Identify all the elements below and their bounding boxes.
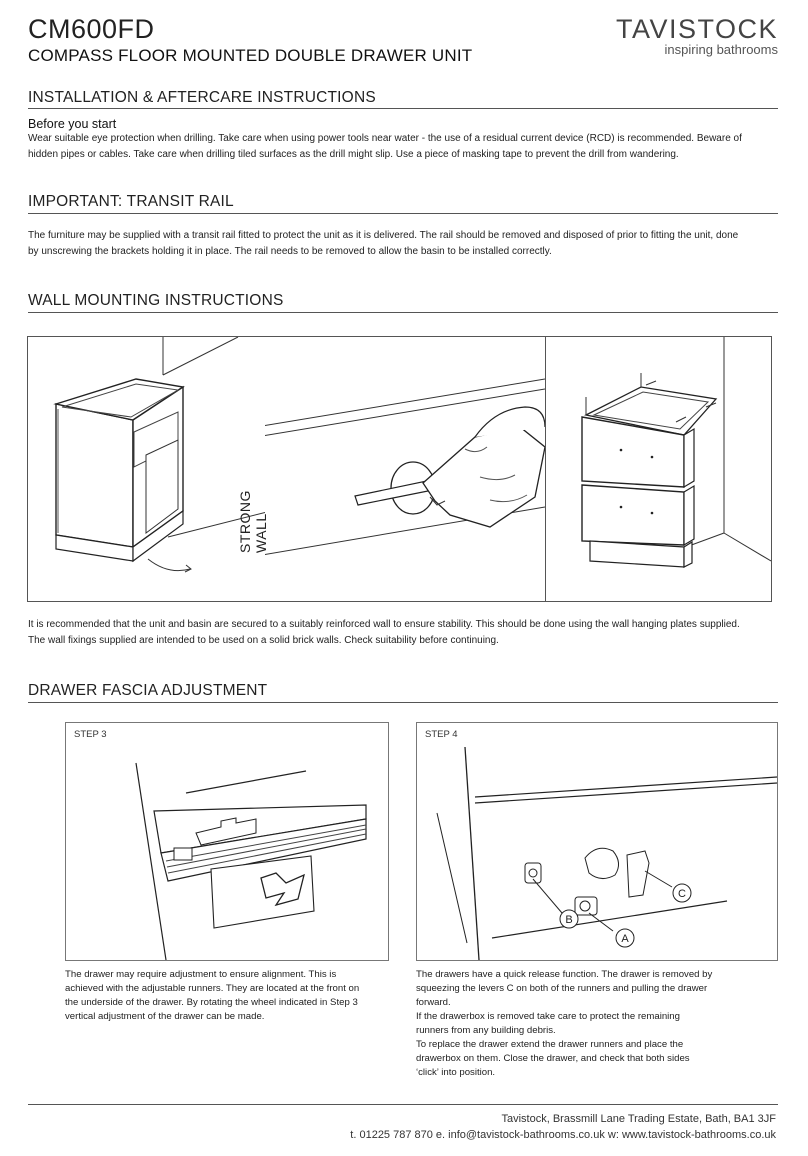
install-subtitle: Before you start bbox=[28, 117, 117, 131]
step4-line: To replace the drawer extend the drawer … bbox=[416, 1039, 684, 1050]
step3-drawing bbox=[135, 762, 367, 960]
callout-c-circle bbox=[672, 883, 692, 903]
callout-c: C bbox=[678, 888, 686, 900]
transit-line: by unscrewing the brackets holding it in… bbox=[28, 246, 552, 257]
step4-label: STEP 4 bbox=[425, 729, 458, 740]
drawer-divider bbox=[28, 702, 778, 703]
drawer-section-title: DRAWER FASCIA ADJUSTMENT bbox=[28, 682, 268, 699]
install-line: hidden pipes or cables. Take care when d… bbox=[28, 149, 679, 160]
wall-line: It is recommended that the unit and basi… bbox=[28, 619, 740, 630]
install-text: Wear suitable eye protection when drilli… bbox=[28, 131, 774, 163]
step4-line: drawerbox on them. Close the drawer, and… bbox=[416, 1053, 690, 1064]
step4-line: ‘click’ into position. bbox=[416, 1067, 496, 1078]
step3-line: vertical adjustment of the drawer can be… bbox=[65, 1011, 265, 1022]
brand-name: TAVISTOCK bbox=[615, 14, 778, 44]
footer-address: Tavistock, Brassmill Lane Trading Estate… bbox=[501, 1113, 776, 1125]
callout-a-circle bbox=[615, 928, 635, 948]
callout-a: A bbox=[621, 933, 629, 945]
step3-illustration: STEP 3 bbox=[65, 722, 389, 961]
step4-line: squeezing the levers C on both of the ru… bbox=[416, 983, 708, 994]
callout-b-circle bbox=[559, 909, 579, 929]
double-drawer-drawing bbox=[581, 337, 771, 568]
footer-contact: t. 01225 787 870 e. info@tavistock-bathr… bbox=[350, 1129, 776, 1141]
step4-text: The drawers have a quick release functio… bbox=[416, 968, 776, 1080]
transit-text: The furniture may be supplied with a tra… bbox=[28, 228, 774, 260]
strong-wall-label: STRONG WALL bbox=[237, 490, 269, 553]
step3-line: The drawer may require adjustment to ens… bbox=[65, 969, 337, 980]
model-number: CM600FD bbox=[28, 14, 155, 44]
step4-line: The drawers have a quick release functio… bbox=[416, 969, 713, 980]
step3-line: the underside of the drawer. By rotating… bbox=[65, 997, 358, 1008]
drill-drawing bbox=[265, 378, 545, 555]
step3-line: achieved with the adjustable runners. Th… bbox=[65, 983, 360, 994]
step3-text: The drawer may require adjustment to ens… bbox=[65, 968, 395, 1024]
wall-line: The wall fixings supplied are intended t… bbox=[28, 635, 499, 646]
drill-wall-illustration bbox=[265, 336, 545, 602]
transit-section-title: IMPORTANT: TRANSIT RAIL bbox=[28, 193, 234, 210]
brand-tagline: inspiring bathrooms bbox=[664, 42, 778, 57]
transit-divider bbox=[28, 213, 778, 214]
double-drawer-illustration bbox=[545, 336, 772, 602]
step4-drawing: B A C bbox=[436, 746, 777, 960]
transit-line: The furniture may be supplied with a tra… bbox=[28, 230, 739, 241]
product-name: COMPASS FLOOR MOUNTED DOUBLE DRAWER UNIT bbox=[28, 46, 473, 65]
install-line: Wear suitable eye protection when drilli… bbox=[28, 133, 742, 144]
cabinet-wall-illustration bbox=[27, 336, 268, 602]
step4-illustration: STEP 4 B A C bbox=[416, 722, 778, 961]
step4-line: runners from any building debris. bbox=[416, 1025, 556, 1036]
wall-section-title: WALL MOUNTING INSTRUCTIONS bbox=[28, 292, 284, 309]
strong-wall-label-box: STRONG WALL bbox=[236, 456, 272, 553]
cabinet-drawing bbox=[53, 337, 267, 573]
wall-divider bbox=[28, 312, 778, 313]
brand-logo: TAVISTOCK inspiring bathrooms bbox=[616, 14, 778, 57]
footer-divider bbox=[28, 1104, 778, 1105]
install-section-title: INSTALLATION & AFTERCARE INSTRUCTIONS bbox=[28, 89, 376, 106]
step4-line: forward. bbox=[416, 997, 451, 1008]
install-divider bbox=[28, 108, 778, 109]
callout-b: B bbox=[565, 914, 572, 926]
step3-label: STEP 3 bbox=[74, 729, 107, 740]
wall-text: It is recommended that the unit and basi… bbox=[28, 617, 774, 649]
step4-line: If the drawerbox is removed take care to… bbox=[416, 1011, 680, 1022]
